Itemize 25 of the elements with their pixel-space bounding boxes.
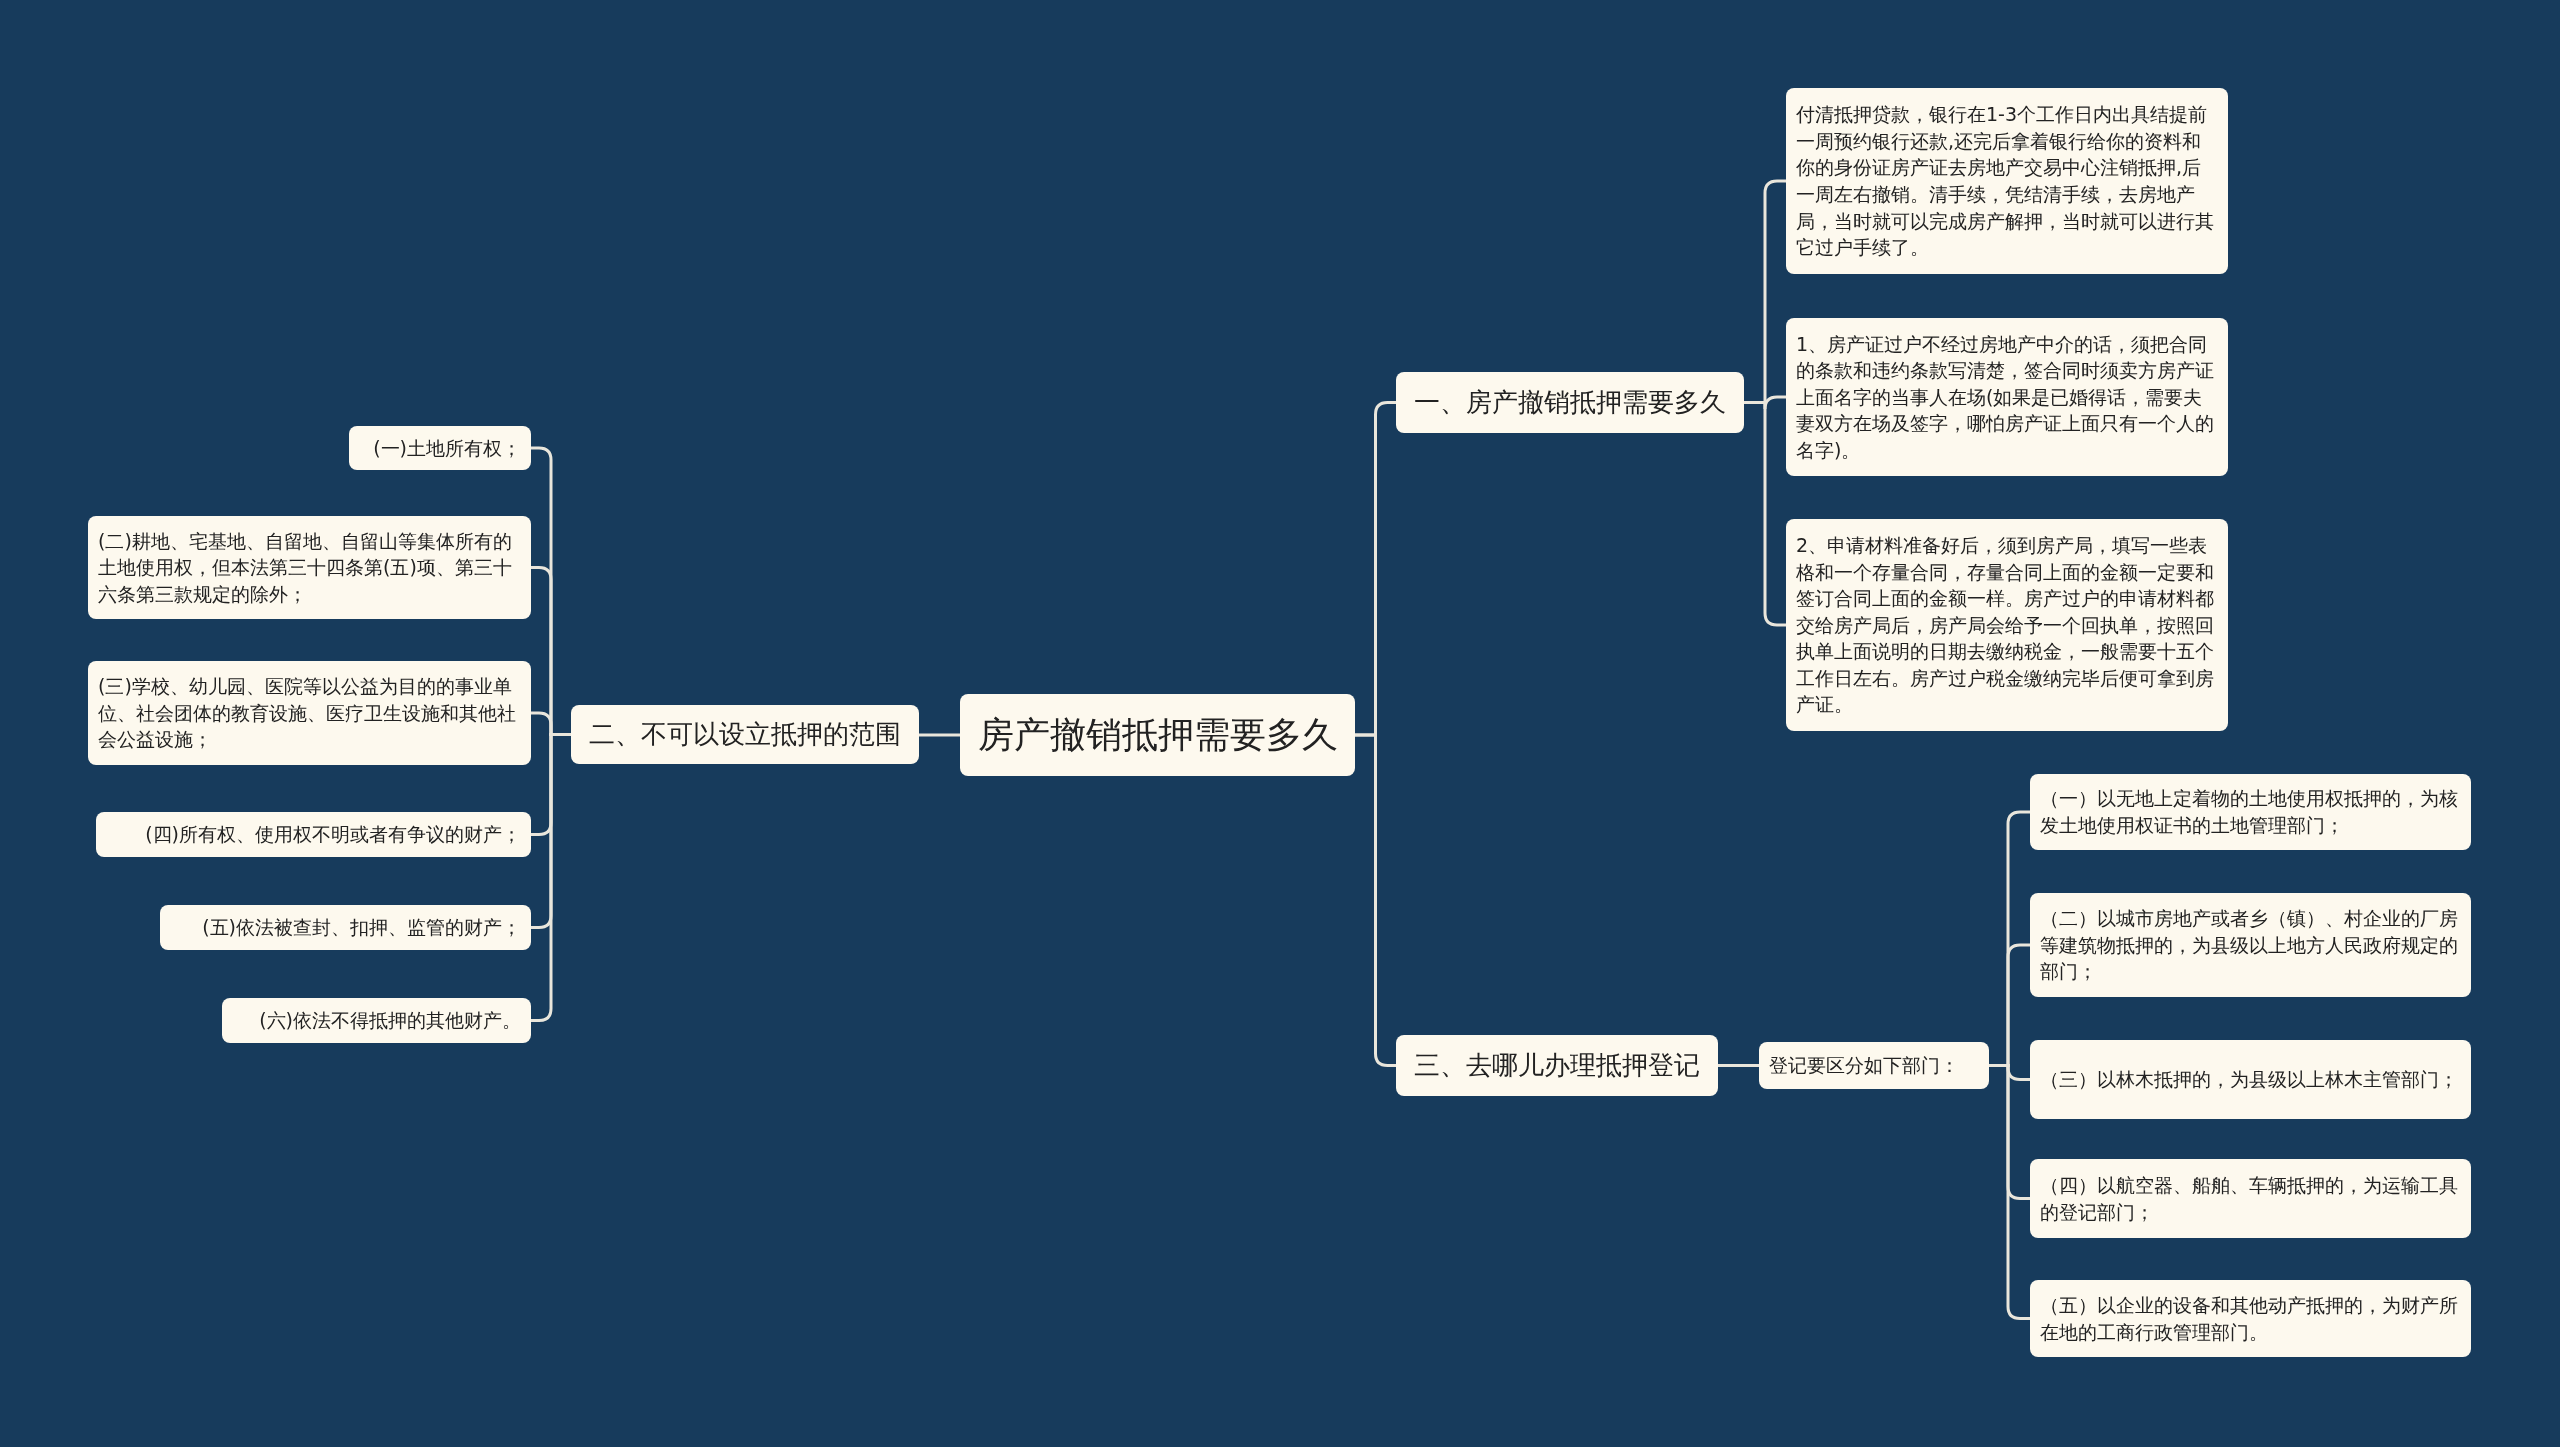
leaf-topic: (六)依法不得抵押的其他财产。 bbox=[222, 998, 531, 1043]
connector-line bbox=[1718, 1064, 1759, 1067]
leaf-topic: （四）以航空器、船舶、车辆抵押的，为运输工具的登记部门； bbox=[2030, 1159, 2471, 1238]
connector-line bbox=[919, 733, 960, 737]
branch-topic: 三、去哪儿办理抵押登记 bbox=[1396, 1035, 1718, 1096]
branch-topic: 二、不可以设立抵押的范围 bbox=[571, 705, 919, 764]
leaf-topic: （五）以企业的设备和其他动产抵押的，为财产所在地的工商行政管理部门。 bbox=[2030, 1280, 2471, 1357]
central-topic: 房产撤销抵押需要多久 bbox=[960, 694, 1355, 776]
leaf-topic: （一）以无地上定着物的土地使用权抵押的，为核发土地使用权证书的土地管理部门； bbox=[2030, 774, 2471, 850]
leaf-topic: (三)学校、幼儿园、医院等以公益为目的的事业单位、社会团体的教育设施、医疗卫生设施和其他社会公益设施； bbox=[88, 661, 531, 765]
leaf-topic: (四)所有权、使用权不明或者有争议的财产； bbox=[96, 812, 531, 857]
leaf-topic: (一)土地所有权； bbox=[349, 426, 531, 470]
connector-line bbox=[1744, 401, 1786, 627]
leaf-topic: (二)耕地、宅基地、自留地、自留山等集体所有的土地使用权，但本法第三十四条第(五)项、第三十六条第三款规定的除外； bbox=[88, 516, 531, 619]
leaf-topic: 2、申请材料准备好后，须到房产局，填写一些表格和一个存量合同，存量合同上面的金额一定要和签订合同上面的金额一样。房产过户的申请材料都交给房产局后，房产局会给予一个回执单，按照回执单上面说明的日期去缴纳税金，一般需要十五个工作日左右。房产过户税金缴纳完毕后便可拿到房产证。 bbox=[1786, 519, 2228, 731]
leaf-topic: 付清抵押贷款，银行在1-3个工作日内出具结提前一周预约银行还款,还完后拿着银行给你的资料和你的身份证房产证去房地产交易中心注销抵押,后一周左右撤销。清手续，凭结清手续，去房地产局，当时就可以完成房产解押，当时就可以进行其它过户手续了。 bbox=[1786, 88, 2228, 274]
connector-line bbox=[1989, 1064, 2030, 1320]
leaf-topic: (五)依法被查封、扣押、监管的财产； bbox=[160, 905, 531, 950]
leaf-topic: （二）以城市房地产或者乡（镇）、村企业的厂房等建筑物抵押的，为县级以上地方人民政府规定的部门； bbox=[2030, 893, 2471, 997]
leaf-topic: 登记要区分如下部门： bbox=[1759, 1042, 1989, 1089]
leaf-topic: 1、房产证过户不经过房地产中介的话，须把合同的条款和违约条款写清楚，签合同时须卖方房产证上面名字的当事人在场(如果是已婚得话，需要夫妻双方在场及签字，哪怕房产证上面只有一个人的名字)。 bbox=[1786, 318, 2228, 476]
connector-line bbox=[531, 733, 571, 1022]
leaf-topic: （三）以林木抵押的，为县级以上林木主管部门； bbox=[2030, 1040, 2471, 1119]
connector-line bbox=[1355, 733, 1396, 1067]
branch-topic: 一、房产撤销抵押需要多久 bbox=[1396, 372, 1744, 433]
